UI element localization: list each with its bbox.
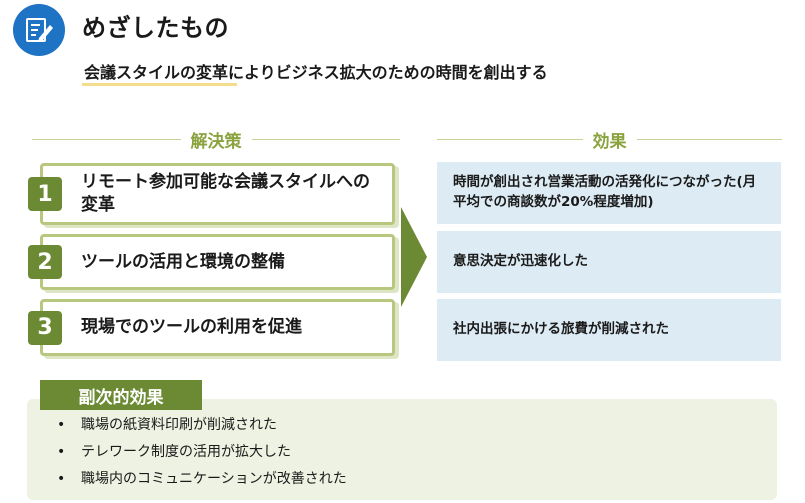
list-item-text: 職場内のコミュニケーションが改善された [81, 471, 347, 487]
effect-item: 意思決定が迅速化した [437, 231, 781, 293]
bullet-icon: • [57, 444, 66, 460]
page-title: めざしたもの [82, 14, 229, 42]
bullet-icon: • [57, 417, 66, 433]
side-effects-title: 副次的効果 [40, 380, 202, 410]
edit-document-icon [13, 4, 65, 56]
effects-heading: 効果 [437, 128, 782, 152]
solution-text: ツールの活用と環境の整備 [81, 251, 285, 272]
list-item: • 職場内のコミュニケーションが改善された [57, 466, 347, 493]
solution-item: 1 リモート参加可能な会議スタイルへの変革 [28, 163, 395, 225]
list-item-text: テレワーク制度の活用が拡大した [81, 444, 291, 460]
solution-number: 2 [28, 245, 62, 279]
effect-item: 社内出張にかける旅費が削減された [437, 299, 781, 361]
solutions-title: 解決策 [190, 131, 242, 152]
effect-item: 時間が創出され営業活動の活発化につながった(月平均での商談数が20%程度増加) [437, 162, 781, 224]
solution-item: 2 ツールの活用と環境の整備 [28, 234, 395, 290]
effects-title: 効果 [592, 131, 627, 152]
solution-text: リモート参加可能な会議スタイルへの変革 [81, 172, 370, 215]
side-effects-list: • 職場の紙資料印刷が削減された • テレワーク制度の活用が拡大した • 職場内… [57, 412, 347, 493]
subtitle-highlight [82, 83, 237, 86]
side-effects-panel [27, 399, 777, 500]
arrow-right-icon [401, 207, 427, 311]
page-subtitle: 会議スタイルの変革によりビジネス拡大のための時間を創出する [84, 63, 548, 82]
solution-number: 1 [28, 177, 62, 211]
bullet-icon: • [57, 471, 66, 487]
solutions-heading: 解決策 [32, 128, 400, 152]
solution-item: 3 現場でのツールの利用を促進 [28, 299, 395, 356]
solution-number: 3 [28, 310, 62, 345]
solution-text: 現場でのツールの利用を促進 [81, 317, 302, 338]
list-item-text: 職場の紙資料印刷が削減された [81, 417, 277, 433]
list-item: • 職場の紙資料印刷が削減された [57, 412, 347, 439]
list-item: • テレワーク制度の活用が拡大した [57, 439, 347, 466]
